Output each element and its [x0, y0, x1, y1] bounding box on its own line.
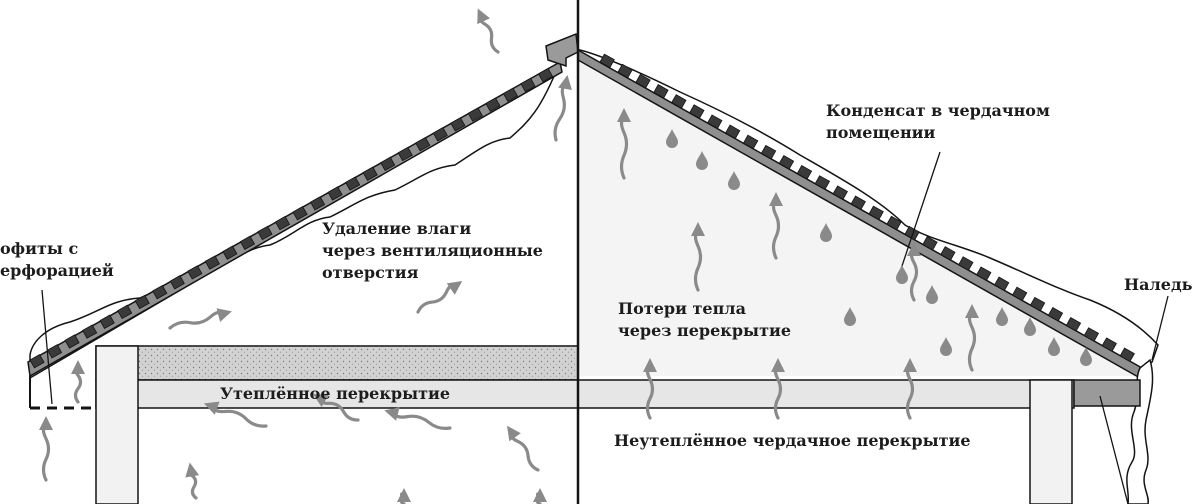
wavy-arrow-icon: [903, 358, 917, 420]
condensate-label: Конденсат в чердачном помещении: [826, 100, 1050, 144]
right-shingle-teeth: [599, 53, 1135, 362]
left-roof: [27, 60, 563, 380]
insulated-floor-label: Утеплённое перекрытие: [220, 383, 450, 405]
wavy-arrow-icon: [312, 394, 360, 422]
wavy-arrow-icon: [203, 401, 268, 428]
eave-leader: [1099, 395, 1129, 504]
wavy-arrow-icon: [617, 108, 631, 180]
wavy-arrow-icon: [769, 192, 783, 260]
right-wall: [1029, 379, 1073, 504]
wavy-arrow-icon: [771, 358, 785, 420]
right-roof: [577, 48, 1159, 380]
left-shingle-teeth: [29, 67, 554, 369]
water-drop-icon: [696, 151, 708, 170]
water-drop-icon: [1024, 317, 1036, 336]
water-drop-icon: [844, 307, 856, 326]
water-drop-icon: [1080, 347, 1092, 366]
condensate-drops: [666, 129, 1092, 366]
water-drop-icon: [820, 223, 832, 242]
moisture-removal-label: Удаление влаги через вентиляционные отве…: [322, 218, 543, 284]
water-drop-icon: [896, 265, 908, 284]
wavy-arrow-icon: [507, 425, 540, 472]
ice-label-text: Наледь: [1124, 275, 1193, 294]
soffit-leader: [41, 289, 53, 405]
moisture-label-line1: Удаление влаги: [322, 219, 472, 238]
insulation-layer: [95, 345, 579, 381]
wavy-arrow-icon: [168, 308, 232, 330]
wavy-arrow-icon: [71, 360, 85, 404]
uninsulated-floor-text: Неутеплённое чердачное перекрытие: [614, 431, 971, 450]
right-eave-box: [1073, 379, 1141, 407]
water-drop-icon: [1048, 337, 1060, 356]
airflow-arrows: [39, 8, 979, 504]
water-drop-icon: [996, 307, 1008, 326]
wavy-arrow-icon: [643, 358, 657, 420]
moisture-label-line2: через вентиляционные: [322, 241, 543, 260]
wavy-arrow-icon: [384, 407, 452, 430]
moisture-label-line3: отверстия: [322, 263, 419, 282]
wavy-arrow-icon: [907, 242, 921, 302]
left-wall: [95, 345, 139, 504]
heat-loss-label-line1: Потери тепла: [618, 299, 746, 318]
icicle: [1126, 358, 1154, 504]
right-roof-snow: [579, 49, 1159, 373]
heat-loss-label-line2: через перекрытие: [618, 321, 792, 340]
heat-loss-label: Потери тепла через перекрытие: [618, 298, 791, 342]
water-drop-icon: [728, 171, 740, 190]
uninsulated-floor-label: Неутеплённое чердачное перекрытие: [614, 430, 971, 452]
wavy-arrow-icon: [39, 416, 53, 482]
ice-label: Наледь: [1124, 274, 1192, 296]
condensate-label-line2: помещении: [826, 123, 936, 142]
wavy-arrow-icon: [553, 75, 572, 142]
soffit-label-line1: офиты с: [0, 239, 79, 258]
water-drop-icon: [926, 285, 938, 304]
ice-leader: [1151, 295, 1169, 361]
wavy-arrow-icon: [965, 304, 979, 372]
wavy-arrow-icon: [416, 281, 463, 314]
ridge-vent: [545, 32, 579, 68]
condensate-leader: [899, 151, 941, 273]
water-drop-icon: [666, 129, 678, 148]
wavy-arrow-icon: [477, 8, 500, 54]
condensate-label-line1: Конденсат в чердачном: [826, 101, 1050, 120]
insulated-floor-text: Утеплённое перекрытие: [220, 384, 451, 403]
soffit-label: офиты с ерфорацией: [0, 238, 114, 282]
wavy-arrow-icon: [397, 488, 411, 504]
wavy-arrow-icon: [533, 488, 547, 504]
soffit-label-line2: ерфорацией: [0, 261, 114, 280]
wavy-arrow-icon: [185, 462, 200, 500]
wavy-arrow-icon: [691, 222, 705, 292]
water-drop-icon: [940, 337, 952, 356]
